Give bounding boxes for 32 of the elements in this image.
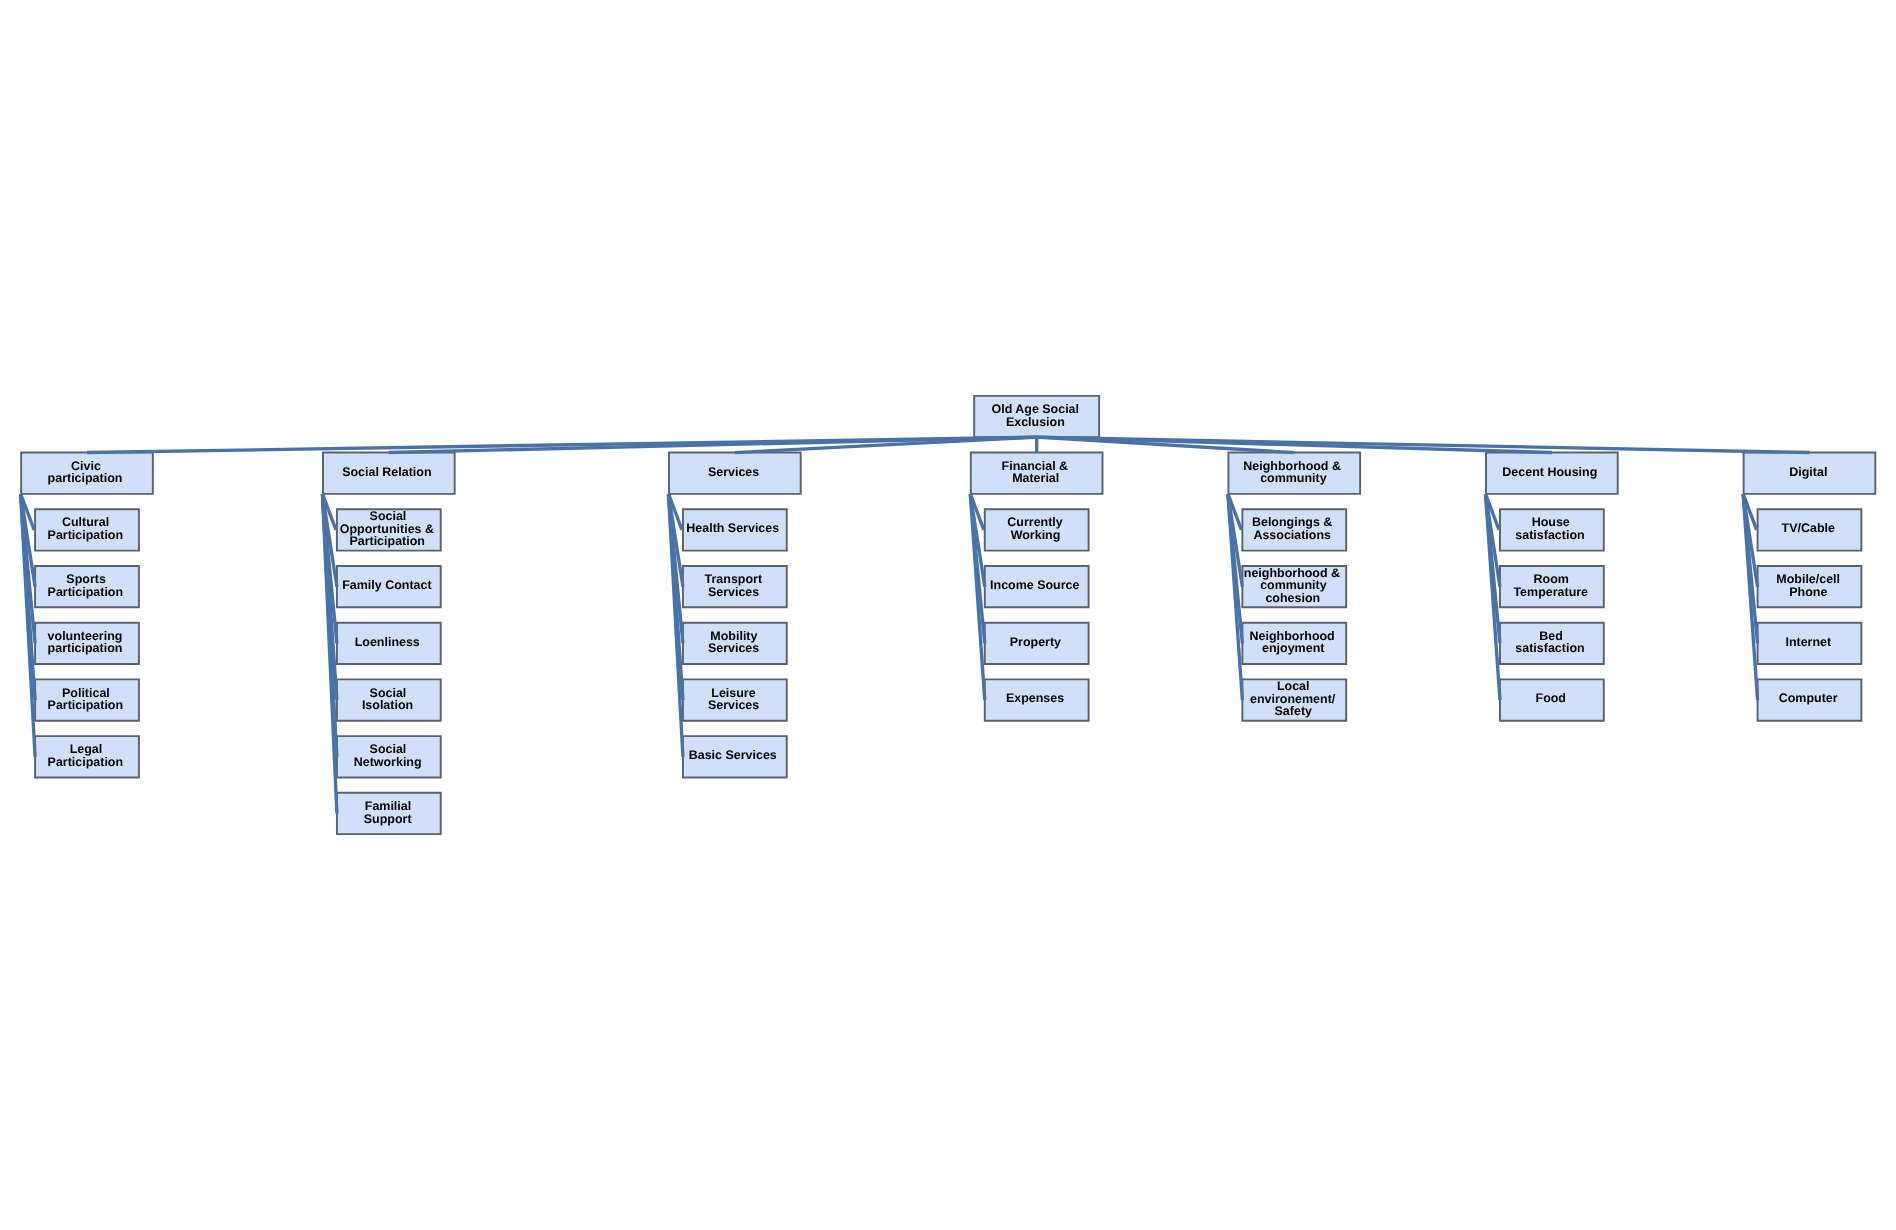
- connector: [1226, 494, 1245, 587]
- connector: [320, 494, 339, 644]
- connector: [1226, 493, 1243, 531]
- connector: [19, 494, 37, 757]
- connector: [320, 494, 339, 814]
- connector: [666, 494, 685, 701]
- connector: [1483, 494, 1502, 587]
- connector: [666, 494, 685, 587]
- connector: [1741, 494, 1760, 644]
- connector: [968, 493, 986, 531]
- connector: [19, 494, 37, 701]
- connector: [1483, 494, 1502, 701]
- connector: [1741, 493, 1759, 531]
- connector: [968, 494, 987, 587]
- connector: [1741, 494, 1760, 587]
- connector: [1483, 493, 1501, 531]
- connector: [1226, 494, 1245, 644]
- connector: [19, 493, 36, 531]
- connector: [320, 494, 339, 701]
- connector: [968, 494, 987, 644]
- connector: [1483, 494, 1502, 644]
- connector: [19, 494, 37, 587]
- connector: [320, 493, 338, 531]
- connector: [320, 494, 339, 587]
- connector: [666, 494, 685, 757]
- connector: [1741, 494, 1760, 701]
- connector: [968, 494, 987, 701]
- connector: [666, 494, 685, 644]
- connector: [320, 494, 339, 757]
- connector: [19, 494, 37, 644]
- connector: [1226, 494, 1245, 701]
- connector: [666, 493, 684, 531]
